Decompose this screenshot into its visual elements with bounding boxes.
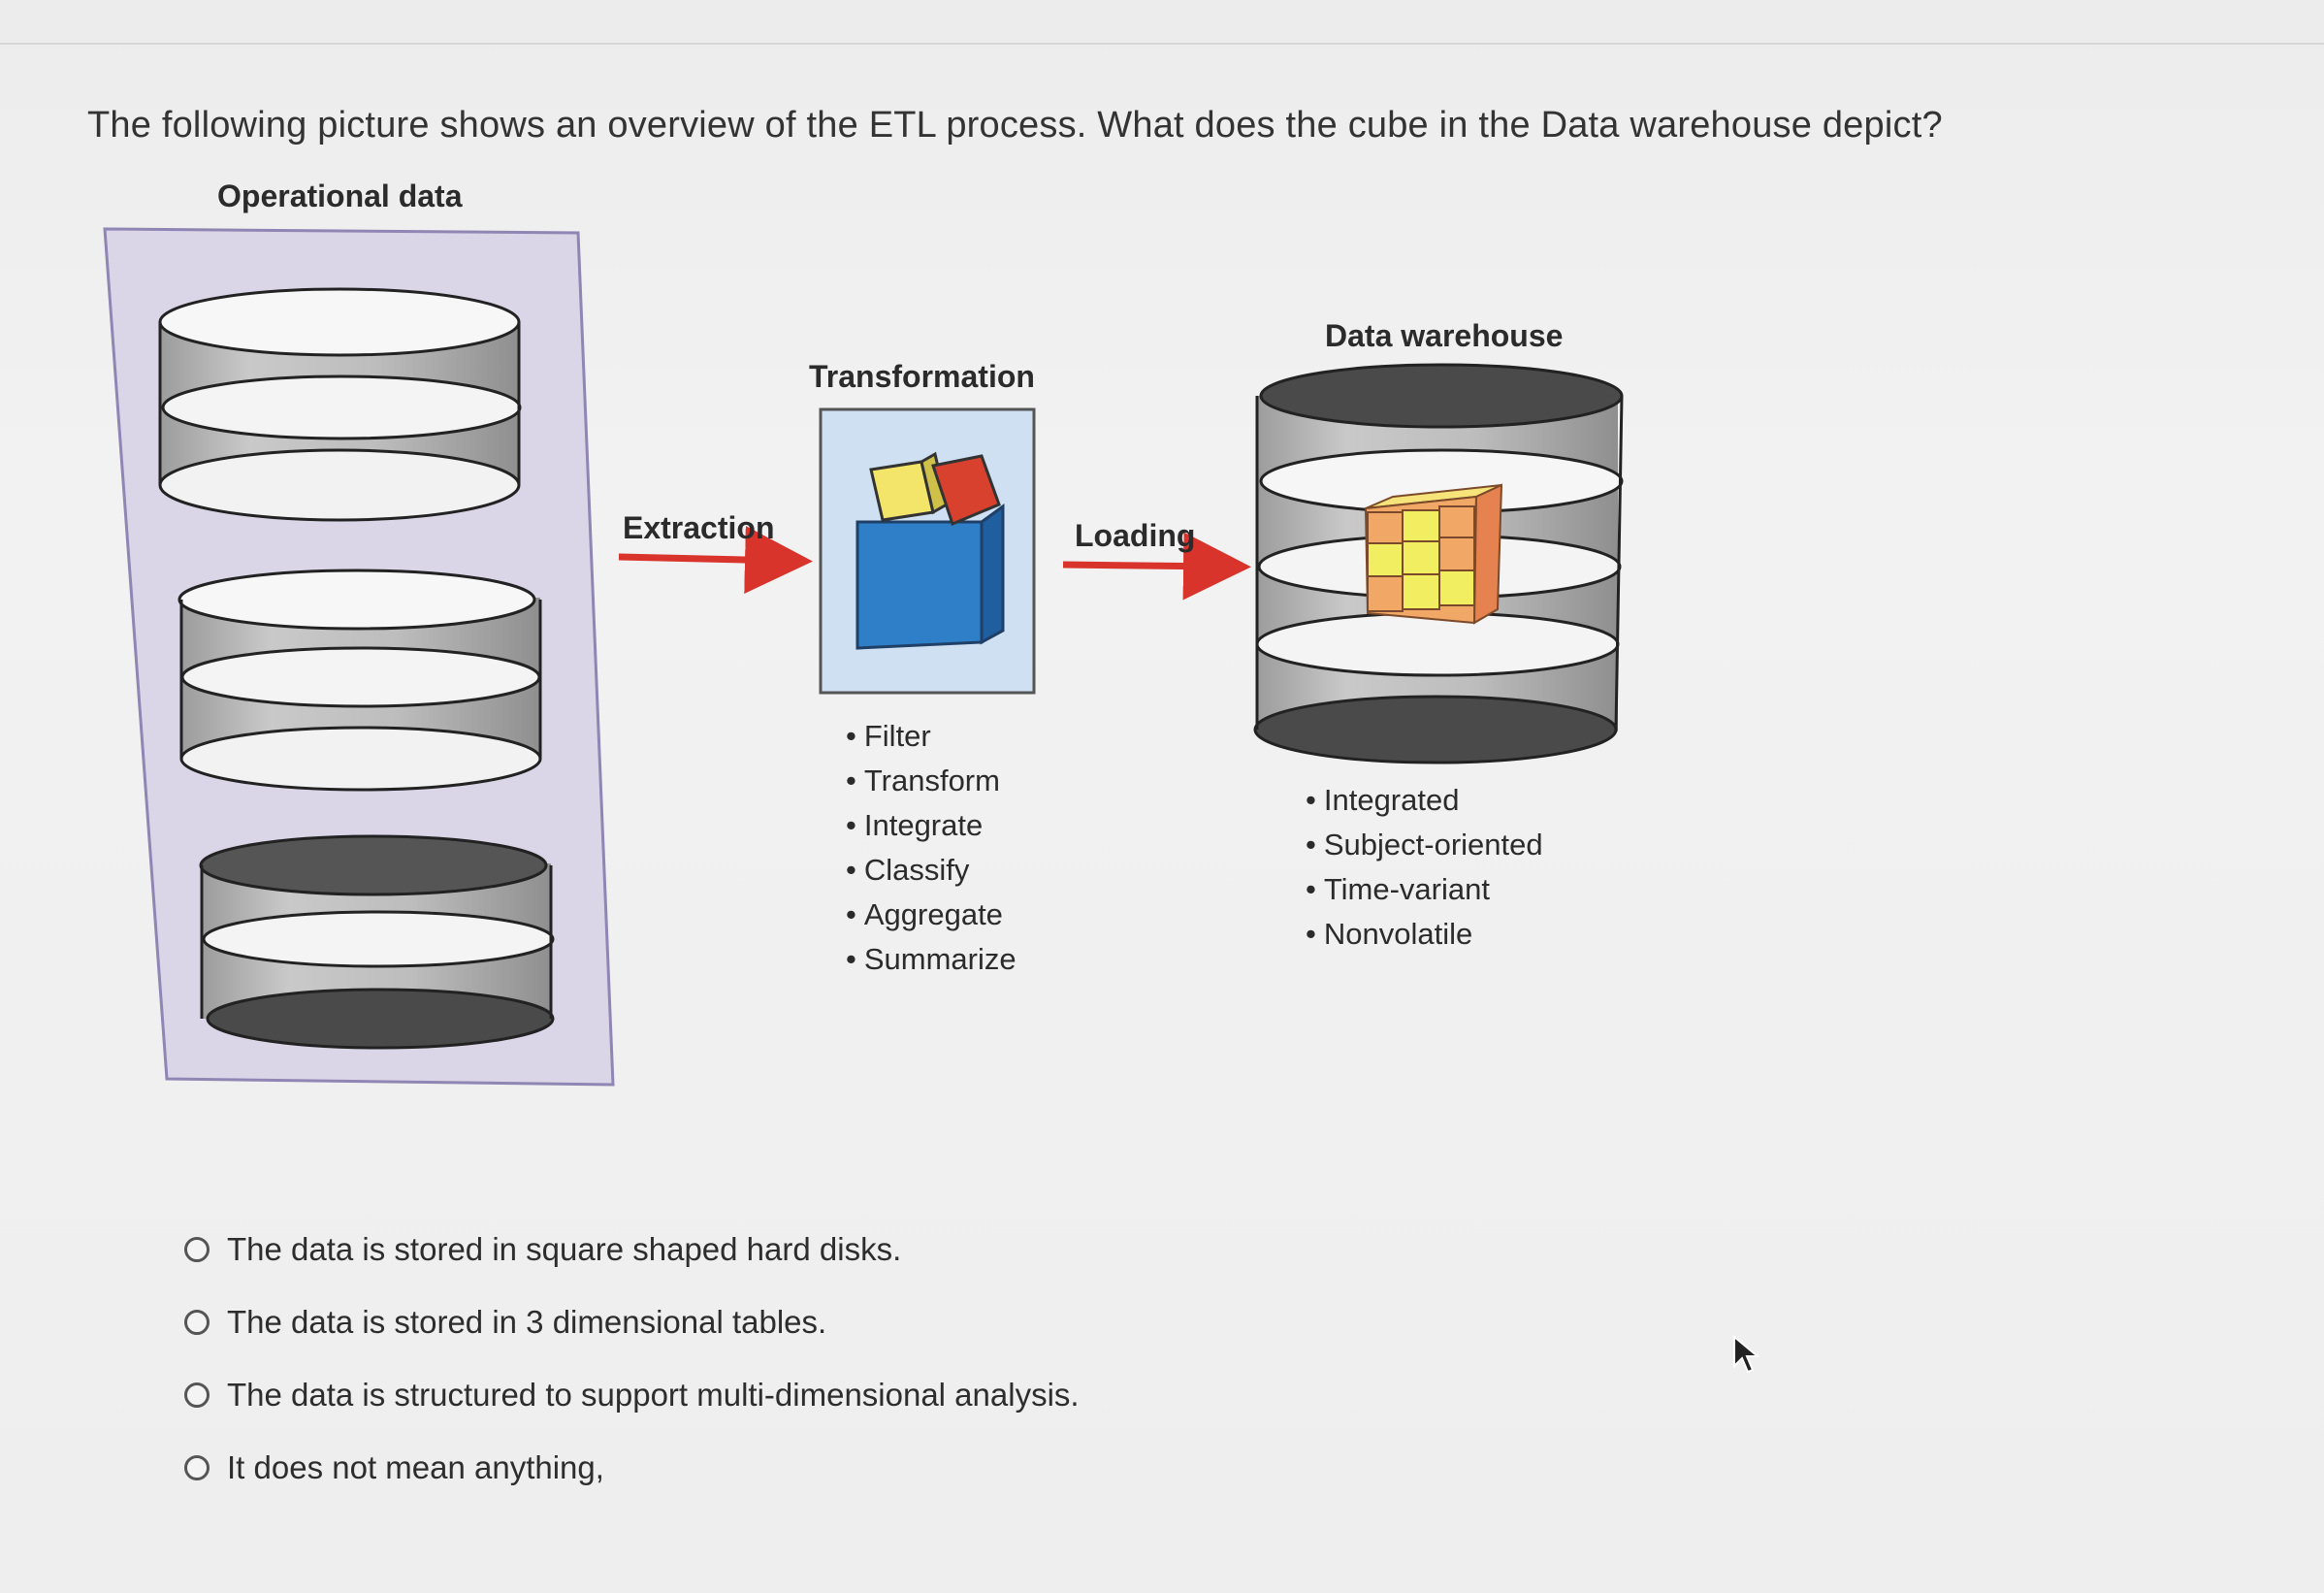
warehouse-cube xyxy=(1364,483,1503,625)
operational-data-label: Operational data xyxy=(217,179,463,213)
transformation-cubes xyxy=(855,451,1005,650)
answer-option-1[interactable]: The data is stored in square shaped hard… xyxy=(184,1213,1080,1285)
extraction-arrow xyxy=(618,526,813,595)
list-item: Integrated xyxy=(1306,778,1543,823)
warehouse-properties-list: Integrated Subject-oriented Time-variant… xyxy=(1306,778,1543,957)
answer-option-4[interactable]: It does not mean anything, xyxy=(184,1431,1080,1504)
radio-button[interactable] xyxy=(184,1236,210,1262)
list-item: Aggregate xyxy=(846,893,1017,937)
operational-db-3 xyxy=(199,834,555,1050)
option-label: The data is stored in 3 dimensional tabl… xyxy=(227,1303,827,1340)
radio-button[interactable] xyxy=(184,1382,210,1408)
top-divider xyxy=(0,43,2324,45)
transformation-label: Transformation xyxy=(809,359,1035,394)
answer-option-3[interactable]: The data is structured to support multi-… xyxy=(184,1358,1080,1431)
radio-button[interactable] xyxy=(184,1309,210,1335)
list-item: Filter xyxy=(846,714,1017,759)
list-item: Transform xyxy=(846,759,1017,803)
question-text: The following picture shows an overview … xyxy=(87,105,1943,146)
list-item: Nonvolatile xyxy=(1306,912,1543,957)
list-item: Integrate xyxy=(846,803,1017,848)
transformation-steps-list: Filter Transform Integrate Classify Aggr… xyxy=(846,714,1017,982)
mouse-pointer-icon xyxy=(1733,1335,1760,1374)
option-label: The data is stored in square shaped hard… xyxy=(227,1230,902,1267)
loading-label: Loading xyxy=(1075,518,1196,553)
warehouse-cylinder xyxy=(1253,363,1624,764)
option-label: It does not mean anything, xyxy=(227,1448,604,1485)
list-item: Classify xyxy=(846,848,1017,893)
list-item: Subject-oriented xyxy=(1306,823,1543,867)
option-label: The data is structured to support multi-… xyxy=(227,1376,1080,1413)
answer-options: The data is stored in square shaped hard… xyxy=(184,1213,1080,1504)
list-item: Time-variant xyxy=(1306,867,1543,912)
radio-button[interactable] xyxy=(184,1454,210,1480)
operational-db-2 xyxy=(178,569,542,792)
data-warehouse-label: Data warehouse xyxy=(1325,318,1564,353)
loading-arrow xyxy=(1062,532,1251,601)
extraction-label: Extraction xyxy=(623,510,775,545)
operational-db-1 xyxy=(158,287,522,522)
answer-option-2[interactable]: The data is stored in 3 dimensional tabl… xyxy=(184,1285,1080,1358)
list-item: Summarize xyxy=(846,937,1017,982)
